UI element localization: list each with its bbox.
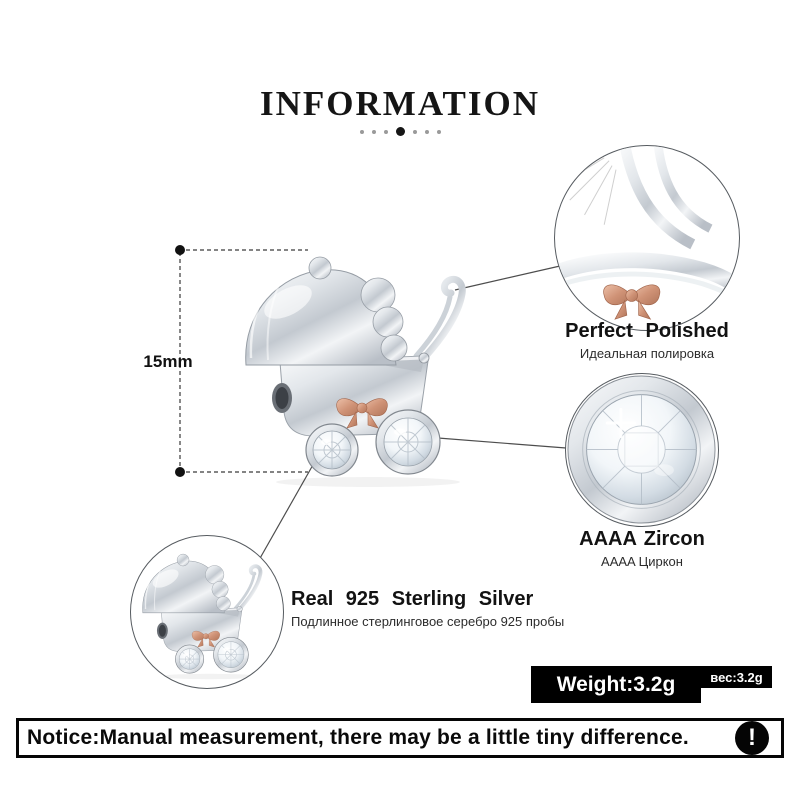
callout-subtitle-polished: Идеальная полировка <box>579 346 715 361</box>
dot-icon <box>371 129 376 134</box>
dot-icon <box>359 129 364 134</box>
weight-tab: вес:3.2g <box>701 666 772 688</box>
measurement-label: 15mm <box>143 352 193 371</box>
callout-caption-polished: Perfect Polished Идеальная полировка <box>512 320 782 361</box>
weight-banner: Weight:3.2g <box>531 666 701 703</box>
exclamation-glyph: ! <box>748 724 756 751</box>
dot-icon <box>436 129 441 134</box>
dot-icon <box>383 129 388 134</box>
zircon-zoom-icon <box>567 375 716 524</box>
notice-text: Notice:Manual measurement, there may be … <box>27 726 689 749</box>
silver-charm-zoom-icon <box>140 552 263 680</box>
callout-title-silver: Real 925 Sterling Silver <box>291 588 534 610</box>
callout-title-polished: Perfect Polished <box>565 320 729 342</box>
dot-icon <box>395 127 405 136</box>
weight-text: Weight:3.2g <box>556 672 676 696</box>
notice-bar: Notice:Manual measurement, there may be … <box>16 718 784 758</box>
exclamation-icon: ! <box>735 721 769 755</box>
callout-caption-zircon: AAAA Zircon AAAA Циркон <box>512 528 772 569</box>
callout-title-zircon: AAAA Zircon <box>579 528 705 550</box>
measurement-dot-top <box>175 245 185 255</box>
callout-caption-silver: Real 925 Sterling Silver Подлинное стерл… <box>291 588 581 629</box>
dot-icon <box>412 129 417 134</box>
dot-icon <box>424 129 429 134</box>
product-charm-illustration <box>228 250 500 488</box>
callout-subtitle-silver: Подлинное стерлинговое серебро 925 пробы <box>291 614 565 629</box>
callout-bubble-polished <box>554 145 740 331</box>
weight-tab-text: вес:3.2g <box>710 669 763 685</box>
title-ornament-dots <box>0 127 800 136</box>
page-title: INFORMATION <box>260 84 540 123</box>
measurement-dot-bottom <box>175 467 185 477</box>
polished-zoom-icon <box>555 146 738 320</box>
callout-bubble-silver <box>130 535 284 689</box>
callout-subtitle-zircon: AAAA Циркон <box>601 554 683 569</box>
baby-carriage-charm-icon <box>245 256 466 487</box>
callout-bubble-zircon <box>565 373 719 527</box>
